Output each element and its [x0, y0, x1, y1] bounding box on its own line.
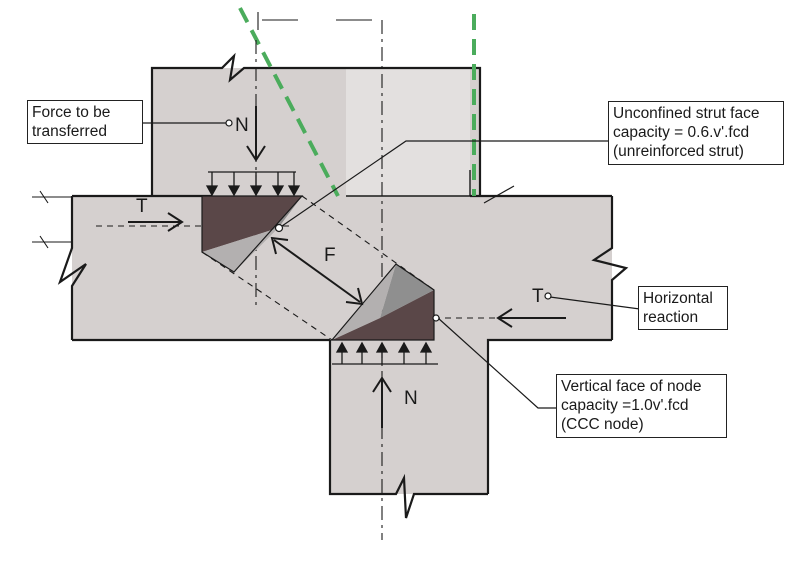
callout-horizontal-line-1: Horizontal [643, 290, 713, 307]
leader-lines [142, 122, 641, 409]
callout-horizontal-reaction: Horizontal reaction [638, 286, 728, 330]
label-T-right: T [532, 286, 544, 307]
label-F: F [324, 245, 336, 266]
label-T-left: T [136, 196, 148, 217]
label-N-bottom: N [404, 388, 418, 409]
arrow-T-right [496, 308, 566, 328]
callout-vertical-line-3: (CCC node) [561, 416, 644, 433]
arrow-N-top [246, 106, 266, 162]
callout-unconfined-strut: Unconfined strut face capacity = 0.6.v'.… [608, 101, 784, 165]
arrow-N-bottom [372, 376, 392, 428]
callout-vertical-line-2: capacity =1.0v'.fcd [561, 397, 689, 414]
slot-tick [483, 185, 515, 204]
distributed-load-top [205, 171, 301, 197]
callout-force-line-1: Force to be [32, 104, 111, 121]
callout-vertical-line-1: Vertical face of node [561, 378, 702, 395]
callout-strut-line-3: (unreinforced strut) [613, 143, 744, 160]
label-N-top: N [235, 115, 249, 136]
strut-trace-diagonal [238, 7, 340, 197]
callout-strut-line-1: Unconfined strut face [613, 105, 760, 122]
section-lines [32, 190, 72, 249]
arrow-T-left [128, 212, 184, 232]
dimension-marks [257, 12, 372, 30]
node-lower-right [330, 263, 435, 341]
upper-column-slot [346, 68, 470, 196]
callout-force-line-2: transferred [32, 123, 107, 140]
leader-dots [225, 119, 552, 322]
concrete-joint-body [72, 68, 612, 494]
callout-horizontal-line-2: reaction [643, 309, 699, 326]
distributed-load-bottom [332, 341, 438, 365]
callout-vertical-face: Vertical face of node capacity =1.0v'.fc… [556, 374, 727, 438]
node-upper-left [201, 195, 304, 273]
callout-strut-line-2: capacity = 0.6.v'.fcd [613, 124, 750, 141]
callout-force-to-be-transferred: Force to be transferred [27, 100, 143, 144]
arrow-F [270, 236, 364, 306]
concrete-outline [57, 52, 629, 519]
